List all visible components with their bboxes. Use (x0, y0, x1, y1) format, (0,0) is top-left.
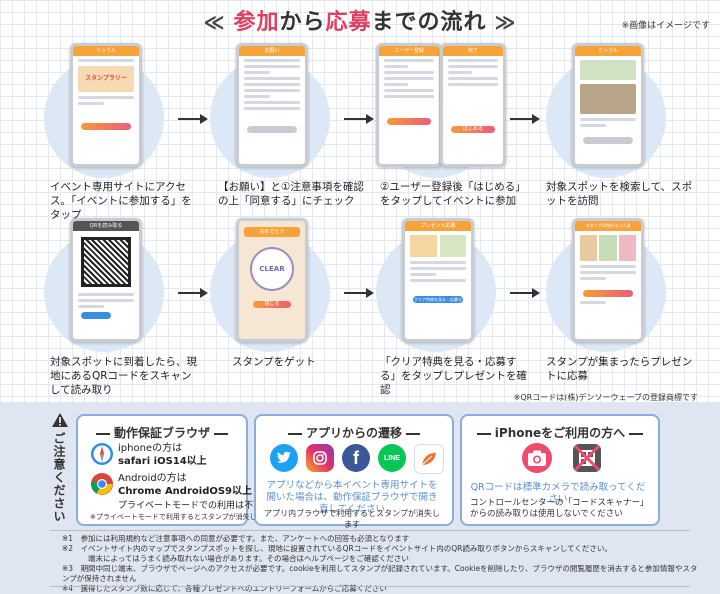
clear-stamp: CLEAR (250, 247, 294, 291)
camera-icon (522, 443, 552, 473)
safari-icon (91, 443, 113, 465)
step-3-caption: ②ユーザー登録後「はじめる」をタップしてイベントに参加 (380, 181, 526, 207)
step-5-caption: 対象スポットに到着したら、現地にあるQRコードをスキャンして読み取り (50, 356, 197, 396)
footnotes: ※1 参加には利用規約など注意事項への同意が必要です。また、アンケートへの回答も… (62, 534, 702, 594)
footnote-4: ※4 獲得したスタンプ数に応じて、各種プレゼントへのエントリーフォームからご応募… (62, 584, 387, 593)
page-title: ≪ 参加から応募までの流れ ≫ (203, 10, 517, 35)
iphone-box-title: iPhoneをご利用の方へ (460, 424, 660, 441)
app-transition-warning: アプリ内ブラウザで利用するとスタンプが消失します (264, 509, 440, 529)
footnote-2: ※2 イベントサイト内のマップでスタンプスポットを探し、現地に設置されているQR… (62, 544, 612, 553)
app-icons-row: f LINE (270, 444, 444, 474)
android-browser-line2: Chrome AndroidOS9以上 (118, 486, 253, 497)
notice-label: ご注意ください (52, 432, 66, 523)
footnote-3: ※3 期間中同じ端末、ブラウザでページへのアクセスが必要です。cookieを利用… (62, 564, 698, 583)
image-note: ※画像はイメージです (621, 21, 710, 31)
iphone-warning: コントロールセンターの「コードスキャナー」からの読み取りは使用しないでください (470, 498, 645, 519)
twitter-icon (270, 444, 298, 472)
step-7-caption: 「クリア特典を見る・応募する」をタップしプレゼントを確認 (380, 356, 527, 396)
step-5-screen: QRを読み取る (70, 218, 142, 342)
step-3b-screen: 完了 はじめる (440, 43, 506, 167)
code-scanner-disabled-icon (573, 444, 601, 472)
step-1-screen: ミックル スタンプラリー (70, 43, 142, 167)
step-arrow (178, 114, 208, 124)
step-4-screen: ミックル (572, 43, 644, 167)
step-arrow (510, 288, 540, 298)
step-4-caption: 対象スポットを検索して、スポットを訪問 (546, 181, 693, 207)
step-7-screen: プレゼント応募 クリア特典を見る・応募する (402, 218, 474, 342)
app-transition-blue-note: アプリなどから本イベント専用サイトを開いた場合は、動作保証ブラウザで開き直してく… (266, 480, 438, 515)
step-2-caption: 【お願い】と①注意事項を確認の上「同意する」にチェック (218, 181, 364, 207)
footnote-2b: 端末によってはうまく読み取れない場合があります。その場合はヘルプページをご確認く… (88, 554, 409, 563)
private-mode-note: プライベートモードでの利用は不可 (118, 501, 263, 511)
chrome-icon (91, 473, 113, 495)
footnote-divider (50, 530, 690, 531)
step-6-screen: おめでとう CLEAR 閉じる (236, 218, 308, 342)
qr-trademark-note: ※QRコードは(株)デンソーウェーブの登録商標です (513, 393, 698, 402)
android-browser-line1: Androidの方は (118, 473, 187, 484)
step-arrow (510, 114, 540, 124)
browser-box-title: 動作保証ブラウザ (76, 424, 248, 441)
step-6-caption: スタンプをゲット (232, 356, 316, 368)
warning-icon (52, 413, 68, 427)
iphone-browser-line2: safari iOS14以上 (118, 456, 207, 467)
step-arrow (344, 114, 374, 124)
step-8-caption: スタンプが集まったらプレゼントに応募 (546, 356, 693, 382)
line-icon: LINE (378, 444, 406, 472)
instagram-icon (306, 444, 334, 472)
leaf-app-icon (414, 444, 444, 474)
footnote-1: ※1 参加には利用規約など注意事項への同意が必要です。また、アンケートへの回答も… (62, 534, 410, 543)
iphone-browser-line1: iphoneの方は (118, 443, 183, 454)
app-transition-title: アプリからの遷移 (254, 424, 454, 441)
step-8-screen: スタンプ10個そろう人達 (572, 218, 644, 342)
facebook-icon: f (342, 444, 370, 472)
private-mode-warning: ※プライベートモードで利用するとスタンプが消失します (90, 513, 271, 521)
footnote-divider-bottom (50, 586, 690, 587)
step-1-caption: イベント専用サイトにアクセス。「イベントに参加する」をタップ (50, 181, 192, 221)
step-arrow (178, 288, 208, 298)
step-arrow (344, 288, 374, 298)
iphone-blue-note: QRコードは標準カメラで読み取ってください (470, 482, 646, 505)
step-3a-screen: ユーザー登録 (376, 43, 442, 167)
step-2-screen: お願い (236, 43, 308, 167)
